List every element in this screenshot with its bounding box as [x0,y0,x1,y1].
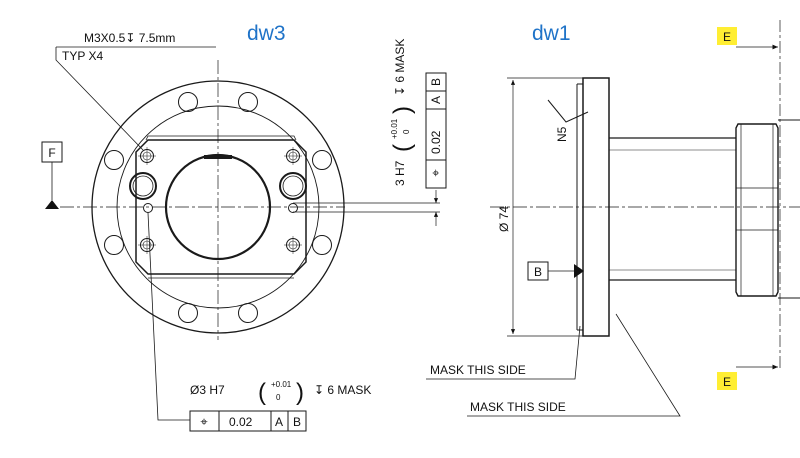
hex-nut [735,123,779,297]
square-plate [135,139,307,275]
datum-f-label: F [48,146,55,160]
hole-callout-vertical: 3 H7 ( +0.01 0 ) ↧ 6 MASK [389,39,416,186]
plate-chamfer-top [145,135,297,141]
flange-bolt-holes [104,92,332,323]
threaded-hole [284,147,302,165]
bolt-hole [178,92,198,112]
datum-b-triangle [574,264,584,278]
pin-hole-right-inner [282,175,304,197]
side-view-title: dw1 [532,22,571,45]
front-view-title: dw3 [247,22,286,45]
mask-note-2: MASK THIS SIDE [470,400,566,414]
fcf-vertical-datum-a: A [429,96,443,104]
datum-e-top: E [723,30,731,44]
pin-hole-left [129,172,157,200]
vtol-lower: 0 [402,129,411,134]
hole-callout-depth: ↧ 6 MASK [314,383,371,397]
datum-e-bottom: E [723,375,731,389]
datum-f-triangle [45,200,59,209]
mask-note-1: MASK THIS SIDE [430,363,526,377]
paren-open: ( [258,379,266,406]
flange-inner-circle [116,105,320,309]
threaded-hole [138,236,156,254]
vhole-callout-depth: ↧ 6 MASK [393,39,407,96]
side-flange [582,77,610,337]
mask-leader-2 [467,313,681,417]
thread-qty: TYP X4 [62,49,103,63]
pin-hole-right [279,172,307,200]
fcf-bottom-tolerance: 0.02 [229,415,253,429]
bolt-hole [238,92,258,112]
datum-e-top-highlight [717,27,737,45]
vparen-close: ) [389,106,416,114]
dowel-leader [147,212,190,421]
surface-finish-label: N5 [555,126,569,142]
dowel-hole-left [143,203,153,213]
bolt-hole [178,303,198,323]
fcf-vertical-datum-b: B [429,78,443,86]
vparen-open: ( [389,144,416,152]
paren-close: ) [296,379,304,406]
bolt-hole [312,235,332,255]
side-view [426,20,800,417]
thread-leader [55,47,144,151]
fcf-vertical-symbol: ⌖ [428,169,443,177]
fcf-vertical-tolerance: 0.02 [429,130,443,154]
fcf-bottom-datum-a: A [275,415,283,429]
fcf-bottom-datum-b: B [293,415,301,429]
hole-callout-prefix: Ø3 H7 [190,383,225,397]
tol-upper: +0.01 [271,380,292,389]
surface-finish-symbol [547,99,589,123]
threaded-holes [138,147,302,254]
front-view [41,46,440,421]
pin-hole-left-inner [132,175,154,197]
dowel-hole-right [288,203,298,213]
threaded-hole [138,147,156,165]
datum-e-bottom-highlight [717,372,737,390]
bolt-hole [104,150,124,170]
datum-b-label: B [534,265,542,279]
fcf-bottom-symbol: ⌖ [200,414,208,429]
bolt-hole [312,150,332,170]
vhole-callout-prefix: 3 H7 [393,160,407,186]
mask-leader-1 [426,325,581,380]
vtol-upper: +0.01 [390,118,399,139]
fcf-bottom [189,410,307,432]
threaded-hole [284,236,302,254]
tol-lower: 0 [276,393,281,402]
bolt-hole [238,303,258,323]
bolt-hole [104,235,124,255]
hole-callout-bottom: Ø3 H7 ( +0.01 0 ) ↧ 6 MASK [190,379,371,406]
fcf-vertical [425,72,447,189]
flange-outer-circle [91,80,345,334]
thread-spec: M3X0.5↧ 7.5mm [84,31,175,45]
diameter-label: Ø 74 [497,206,511,232]
